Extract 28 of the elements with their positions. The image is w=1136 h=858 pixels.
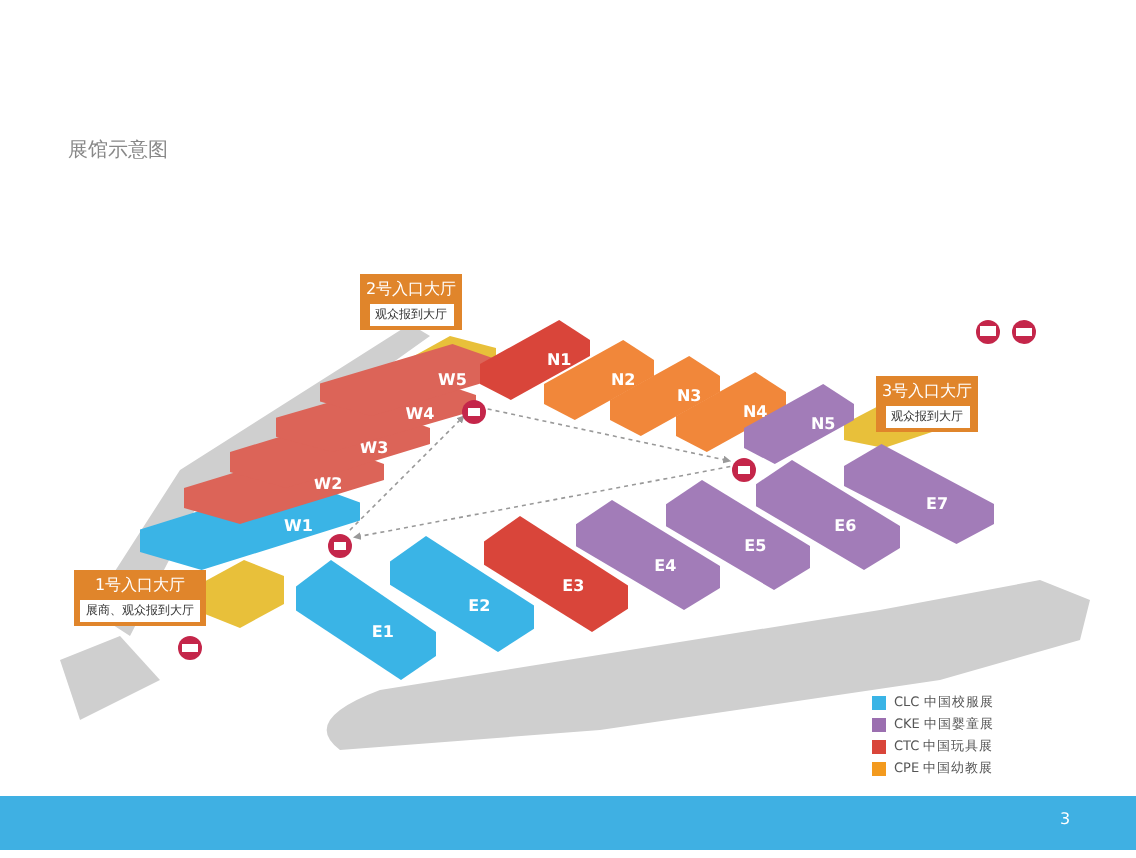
entrance-name: 1号入口大厅	[94, 574, 186, 596]
hall-label: N1	[546, 351, 572, 369]
shuttle-route-arrow	[349, 415, 465, 531]
hall-label: W4	[405, 405, 435, 423]
hall-label: N5	[810, 415, 836, 433]
page-number: 3	[1060, 810, 1071, 828]
entrance-sign	[74, 570, 206, 626]
shuttle-route-arrow	[352, 465, 732, 540]
hall-label: E3	[562, 576, 585, 595]
hall-label: W1	[284, 516, 313, 534]
hall-label: E6	[834, 517, 857, 535]
hall-label: N2	[610, 371, 636, 389]
hall-label: E4	[654, 557, 677, 575]
entrance-name: 3号入口大厅	[882, 380, 973, 402]
entrance-sign	[876, 376, 979, 432]
hall-label: W2	[313, 475, 343, 493]
shuttle-route-arrow	[486, 408, 732, 464]
hall-label: E7	[925, 495, 949, 513]
hall-label: N4	[742, 403, 768, 421]
entrance-sign	[360, 274, 463, 330]
hall-label: W5	[438, 371, 467, 389]
hall-label: E2	[468, 596, 491, 615]
hall-label: E5	[744, 537, 767, 555]
page-title: 展馆示意图	[68, 137, 168, 164]
hall-label: W3	[359, 439, 389, 457]
hall-label: N3	[676, 387, 702, 405]
entrance-name: 2号入口大厅	[366, 278, 457, 300]
hall-label: E1	[371, 623, 394, 641]
